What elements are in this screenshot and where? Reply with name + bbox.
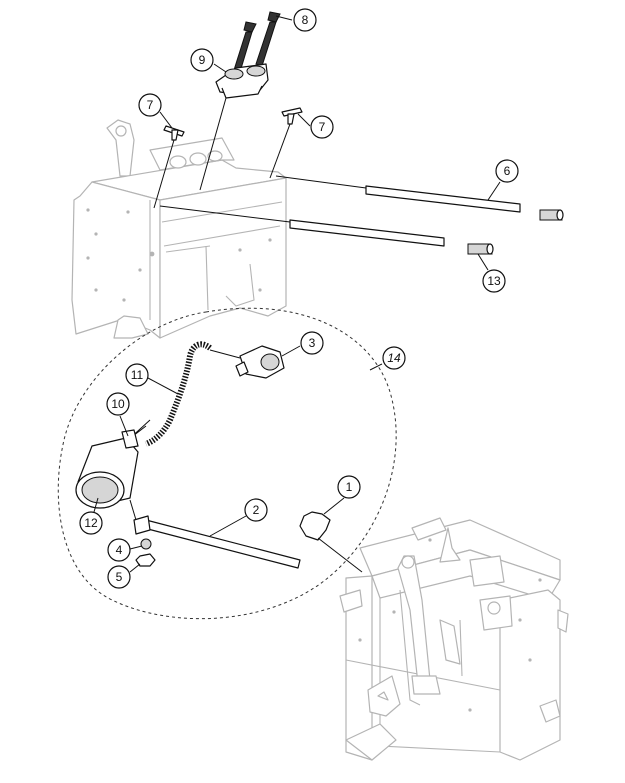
lamp-post-rod — [143, 519, 301, 569]
rod-upper — [365, 185, 521, 213]
svg-text:11: 11 — [131, 368, 144, 382]
callout-7-right: 7 — [297, 113, 334, 139]
svg-text:4: 4 — [116, 543, 123, 557]
svg-text:9: 9 — [199, 53, 206, 67]
upper-console-housing — [71, 119, 287, 339]
rod-lower-cap — [467, 243, 493, 255]
callout-8: 8 — [275, 8, 317, 32]
svg-text:1: 1 — [346, 480, 353, 494]
coiled-cord — [144, 341, 212, 447]
callout-6: 6 — [487, 159, 519, 201]
svg-text:10: 10 — [111, 397, 125, 411]
bolts — [233, 11, 281, 73]
callout-9: 9 — [190, 48, 227, 73]
callout-11: 11 — [125, 363, 179, 395]
callout-2: 2 — [209, 498, 268, 537]
callout-14: 14 — [369, 346, 406, 371]
callout-4: 4 — [107, 538, 143, 562]
svg-text:13: 13 — [487, 274, 501, 288]
svg-text:5: 5 — [116, 570, 123, 584]
callout-7-left: 7 — [138, 93, 173, 129]
washer — [140, 538, 152, 550]
svg-text:7: 7 — [319, 120, 326, 134]
rod-lower — [289, 219, 445, 247]
callout-12: 12 — [79, 497, 103, 535]
t-handle-left — [163, 125, 185, 141]
svg-text:7: 7 — [147, 98, 154, 112]
svg-text:12: 12 — [84, 516, 98, 530]
rod-cap — [539, 209, 563, 221]
work-lamp — [75, 429, 139, 509]
t-handle-right — [281, 107, 303, 125]
hex-nut — [135, 553, 156, 567]
svg-text:2: 2 — [253, 503, 260, 517]
callout-5: 5 — [107, 563, 141, 589]
connector-plug — [209, 345, 285, 379]
svg-text:14: 14 — [387, 351, 401, 365]
callout-3: 3 — [281, 331, 324, 357]
lower-frame-housing — [339, 517, 569, 761]
callout-10: 10 — [106, 392, 130, 437]
svg-text:3: 3 — [309, 336, 316, 350]
star-knob — [299, 511, 331, 541]
svg-text:6: 6 — [504, 164, 511, 178]
callout-1: 1 — [323, 475, 361, 515]
callout-13: 13 — [477, 253, 506, 293]
mount-block — [215, 63, 269, 99]
svg-text:8: 8 — [302, 13, 309, 27]
